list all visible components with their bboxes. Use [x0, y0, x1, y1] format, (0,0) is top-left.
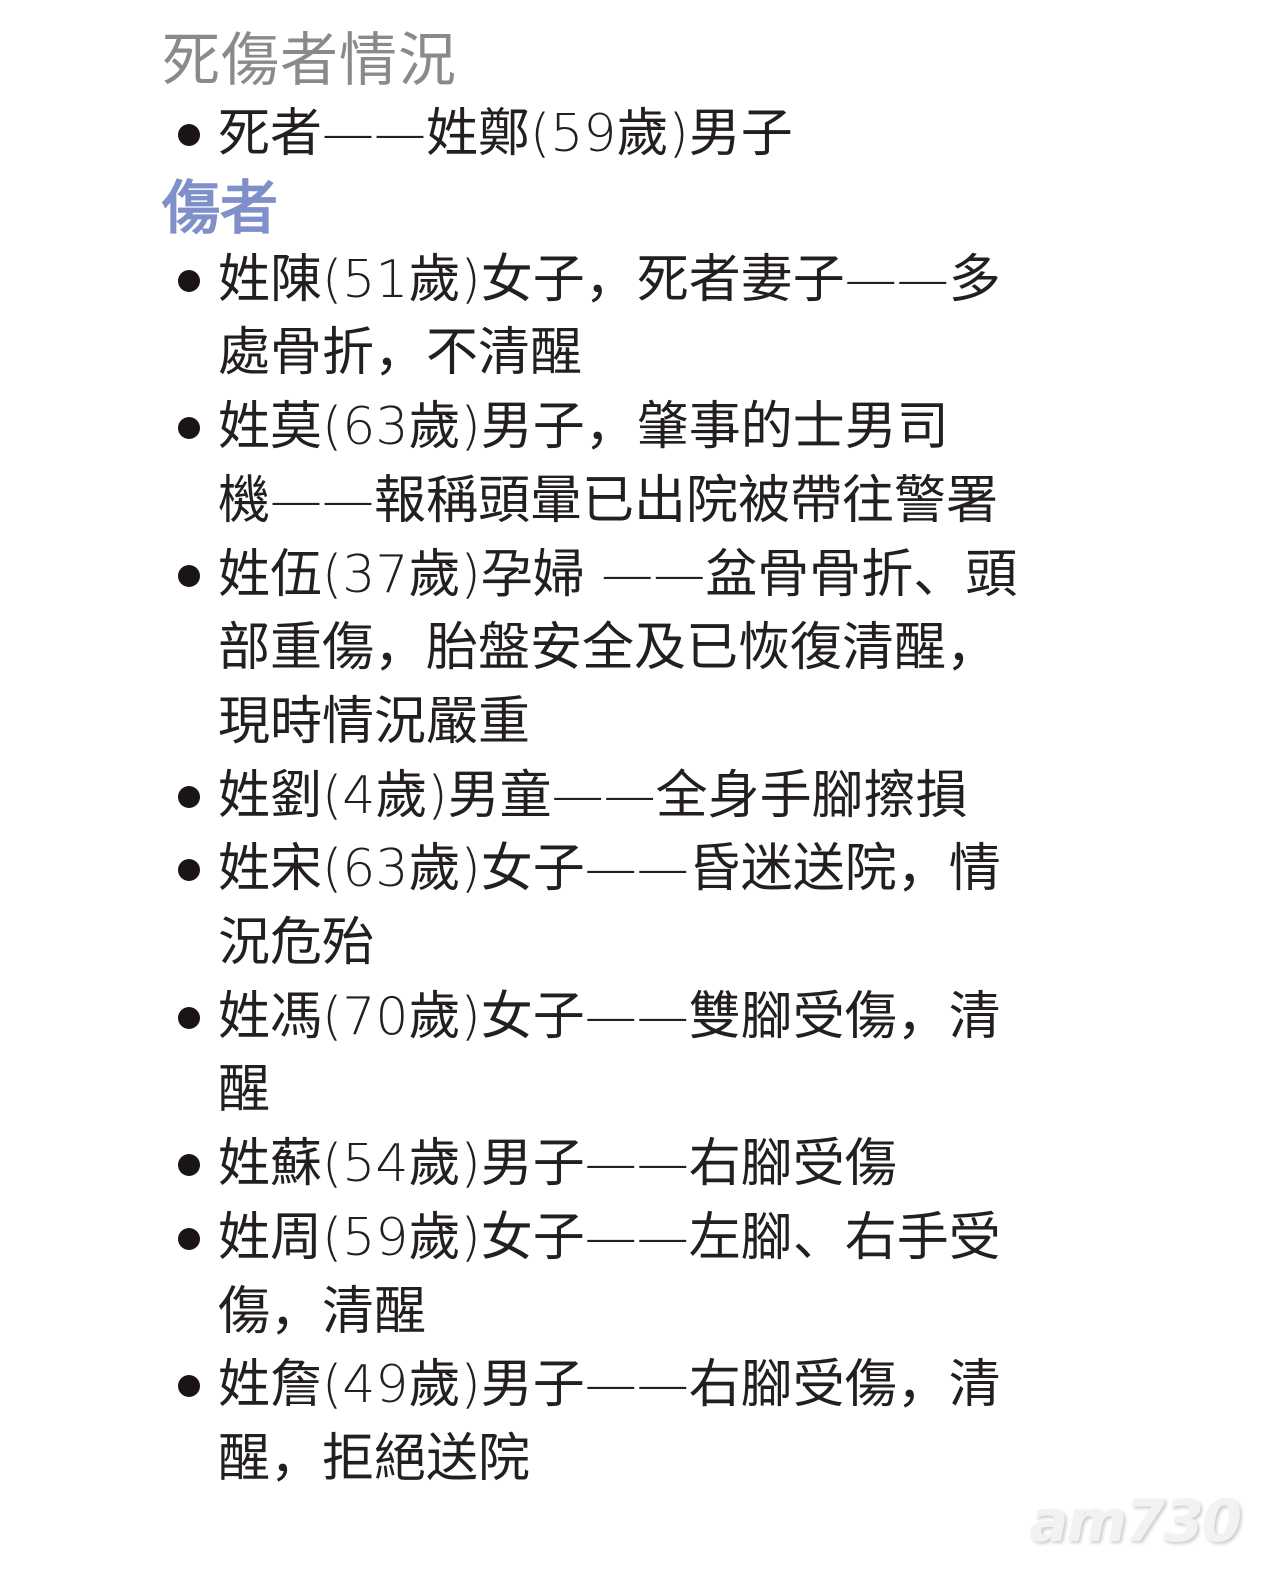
bullet-icon — [178, 1154, 200, 1177]
list-item: 姓陳(51歲)女子，死者妻子——多處骨折，不清醒 — [162, 244, 1112, 391]
bullet-icon — [178, 859, 200, 882]
list-item: 姓莫(63歲)男子，肇事的士男司機——報稱頭暈已出院被帶往警署 — [162, 391, 1112, 538]
item-line: 況危殆 — [218, 913, 375, 974]
item-line: 姓宋(63歲)女子——昏迷送院，情 — [218, 839, 1001, 900]
item-line: 機——報稱頭暈已出院被帶往警署 — [218, 470, 999, 531]
list-item: 姓詹(49歲)男子——右腳受傷，清醒，拒絕送院 — [162, 1349, 1112, 1496]
list-item: 姓馮(70歲)女子——雙腳受傷，清醒 — [162, 981, 1112, 1128]
deceased-list: 死者——姓鄭(59歲)男子 — [162, 98, 1112, 172]
injured-heading: 傷者 — [162, 173, 279, 242]
item-line: 姓馮(70歲)女子——雙腳受傷，清 — [218, 986, 1001, 1047]
item-line: 傷，清醒 — [218, 1281, 427, 1342]
bullet-icon — [178, 417, 200, 440]
bullet-icon — [178, 1227, 200, 1250]
list-item: 姓周(59歲)女子——左腳、右手受傷，清醒 — [162, 1202, 1112, 1349]
item-line: 姓詹(49歲)男子——右腳受傷，清 — [218, 1355, 1001, 1416]
list-item: 姓蘇(54歲)男子——右腳受傷 — [162, 1128, 1112, 1202]
page-title: 死傷者情況 — [162, 26, 458, 94]
bullet-icon — [178, 1006, 200, 1029]
bullet-icon — [178, 1375, 200, 1398]
item-line: 醒 — [218, 1060, 271, 1121]
item-line: 部重傷，胎盤安全及已恢復清醒， — [218, 618, 999, 679]
item-line: 姓周(59歲)女子——左腳、右手受 — [218, 1207, 1001, 1268]
item-line: 現時情況嚴重 — [218, 691, 531, 752]
item-line: 姓莫(63歲)男子，肇事的士男司 — [218, 397, 949, 458]
list-item: 死者——姓鄭(59歲)男子 — [162, 98, 1112, 172]
list-item: 姓伍(37歲)孕婦 ——盆骨骨折、頭部重傷，胎盤安全及已恢復清醒， 現時情況嚴重 — [162, 539, 1112, 760]
item-line: 姓劉(4歲)男童——全身手腳擦損 — [218, 765, 968, 826]
item-line: 死者——姓鄭(59歲)男子 — [218, 104, 793, 164]
list-item: 姓宋(63歲)女子——昏迷送院，情況危殆 — [162, 833, 1112, 980]
item-line: 醒，拒絕送院 — [218, 1428, 531, 1489]
bullet-icon — [178, 269, 200, 292]
casualty-list: 死傷者情況 死者——姓鄭(59歲)男子 傷者 姓陳(51歲)女子，死者妻子——多… — [162, 22, 1112, 1497]
watermark-logo: am730 — [1029, 1487, 1242, 1555]
bullet-icon — [178, 124, 200, 146]
bullet-icon — [178, 785, 200, 808]
bullet-icon — [178, 564, 200, 587]
item-line: 姓陳(51歲)女子，死者妻子——多 — [218, 249, 1001, 310]
injured-list: 姓陳(51歲)女子，死者妻子——多處骨折，不清醒姓莫(63歲)男子，肇事的士男司… — [162, 244, 1112, 1497]
item-line: 姓伍(37歲)孕婦 ——盆骨骨折、頭 — [218, 544, 1018, 605]
list-item: 姓劉(4歲)男童——全身手腳擦損 — [162, 760, 1112, 834]
item-line: 處骨折，不清醒 — [218, 323, 583, 384]
item-line: 姓蘇(54歲)男子——右腳受傷 — [218, 1134, 897, 1195]
